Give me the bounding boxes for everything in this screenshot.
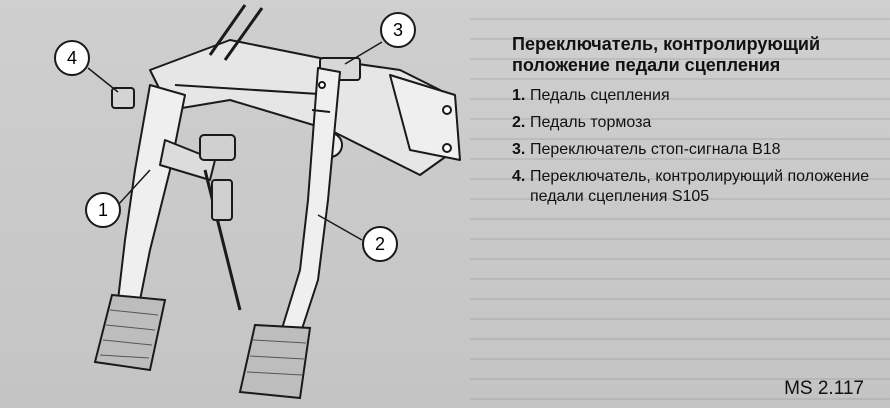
- list-item-text: Переключатель, контролирующий положение …: [530, 168, 870, 205]
- list-item: 2 Педаль тормоза: [512, 113, 872, 133]
- parts-list: 1 Педаль сцепления 2 Педаль тормоза 3 Пе…: [512, 86, 872, 207]
- callout-3-label: 3: [393, 20, 403, 40]
- callout-1-label: 1: [98, 200, 108, 220]
- mounting-bracket: [149, 4, 461, 176]
- list-item-text: Переключатель стоп-сигнала B18: [530, 141, 781, 158]
- list-item-number: 1: [512, 86, 530, 106]
- caption-title: Переключатель, контролирующий положение …: [512, 34, 821, 75]
- clutch-pedal-pad: [93, 293, 167, 372]
- figure-caption: Переключатель, контролирующий положение …: [512, 34, 872, 214]
- callout-2-label: 2: [375, 234, 385, 254]
- callout-1: 1: [85, 192, 121, 228]
- list-item-text: Педаль сцепления: [530, 87, 670, 104]
- bleed-through-text: [470, 0, 890, 408]
- callout-4: 4: [54, 40, 90, 76]
- callout-4-label: 4: [67, 48, 77, 68]
- list-item: 4 Переключатель, контролирующий положени…: [512, 167, 872, 207]
- figure-code: MS 2.117: [784, 378, 864, 399]
- leader-lines: [87, 41, 383, 241]
- list-item-number: 2: [512, 113, 530, 133]
- clutch-pedal: [117, 84, 242, 311]
- pedal-assembly-drawing: 4 1 3 2: [54, 4, 461, 400]
- list-item: 3 Переключатель стоп-сигнала B18: [512, 140, 872, 160]
- callout-3: 3: [380, 12, 416, 48]
- callout-2: 2: [362, 226, 398, 262]
- pedal-assembly-illustration: 4 1 3 2: [54, 4, 461, 400]
- list-item-number: 3: [512, 140, 530, 160]
- list-item-number: 4: [512, 167, 530, 207]
- clutch-position-switch: [111, 87, 135, 109]
- list-item-text: Педаль тормоза: [530, 114, 652, 131]
- brake-pedal-pad: [238, 323, 312, 400]
- list-item: 1 Педаль сцепления: [512, 86, 872, 106]
